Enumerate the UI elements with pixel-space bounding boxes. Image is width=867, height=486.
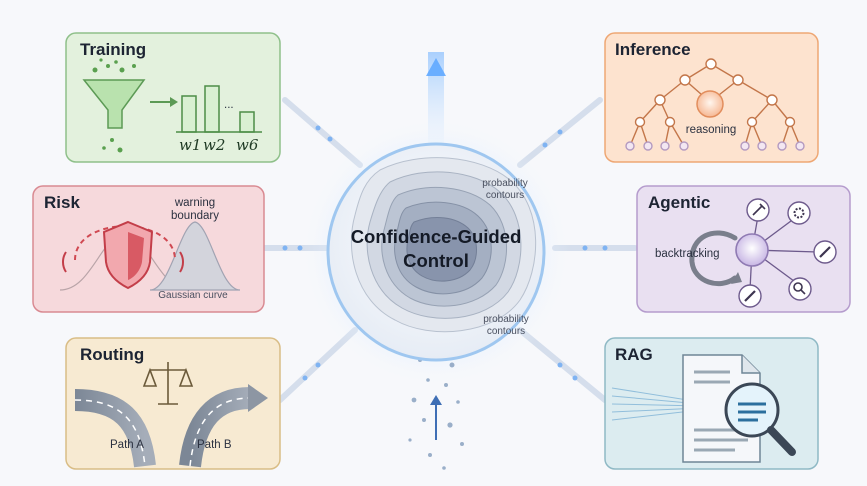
document-icon [682,354,761,463]
warning-wave-left-icon [62,251,67,273]
weight-label-2: w2 [203,136,225,154]
tree-nodes [625,58,805,151]
weight-bar-6 [239,111,255,133]
magnifier-icon [724,382,796,456]
funnel-icon [82,58,146,153]
up-arrow-bottom-icon [430,395,442,405]
gear-icon [787,201,811,225]
shield-icon [102,220,154,290]
panel-rag: RAG [604,337,819,470]
panel-risk-title: Risk [44,193,80,212]
panel-training: Training ... w1 w2 w6 [65,32,281,163]
gaussian-curve [149,221,241,291]
backtracking-loop-icon [689,230,738,287]
route-label-b: Path B [197,439,232,451]
panel-training-title: Training [80,40,146,59]
weight-label-1: w1 [179,136,201,154]
panel-agentic-title: Agentic [648,193,710,212]
panel-routing-title: Routing [80,345,144,364]
panel-risk: Risk warning boundary Gaussian curve [32,185,265,313]
agentic-backtracking-label: backtracking [655,248,720,260]
inference-node-label: reasoning [686,124,737,136]
warning-wave-right-icon [179,251,184,273]
panel-rag-title: RAG [615,345,653,364]
pencil-icon-bottom [738,284,762,308]
risk-warning-label-2: boundary [171,210,219,222]
agent-core-node-icon [735,233,769,267]
route-label-a: Path A [110,439,144,451]
backtracking-arrow-icon [731,272,742,284]
contour-label-bottom-2: contours [487,326,525,337]
weight-bar-2 [204,85,220,133]
scales-icon [142,362,194,405]
risk-curve-label: Gaussian curve [158,290,228,301]
bottom-particles [408,358,464,470]
center-title-line1: Confidence-Guided [351,226,522,247]
wrench-icon [746,198,770,222]
contour-label-bottom-1: probability [483,314,529,325]
contour-label-top-1: probability [482,178,528,189]
weight-label-6: w6 [236,136,259,154]
weight-bar-1 [181,95,197,133]
up-arrow-top-icon [426,58,446,76]
panel-inference: Inference reasoning [604,32,819,163]
routing-arrow-icon [248,384,268,412]
contour-label-top-2: contours [486,190,524,201]
pencil-icon-right [813,240,837,264]
search-icon [788,277,812,301]
panel-routing: Routing Path A Path B [65,337,281,470]
panel-agentic: Agentic backtracking [636,185,851,313]
probability-contours [350,157,537,333]
weight-ellipsis: ... [224,99,234,111]
training-arrow-head-icon [170,97,178,107]
risk-warning-label-1: warning [174,197,215,209]
top-beam [428,52,444,152]
panel-inference-title: Inference [615,40,691,59]
reasoning-node-icon [696,90,724,118]
center-title-line2: Control [403,250,469,271]
